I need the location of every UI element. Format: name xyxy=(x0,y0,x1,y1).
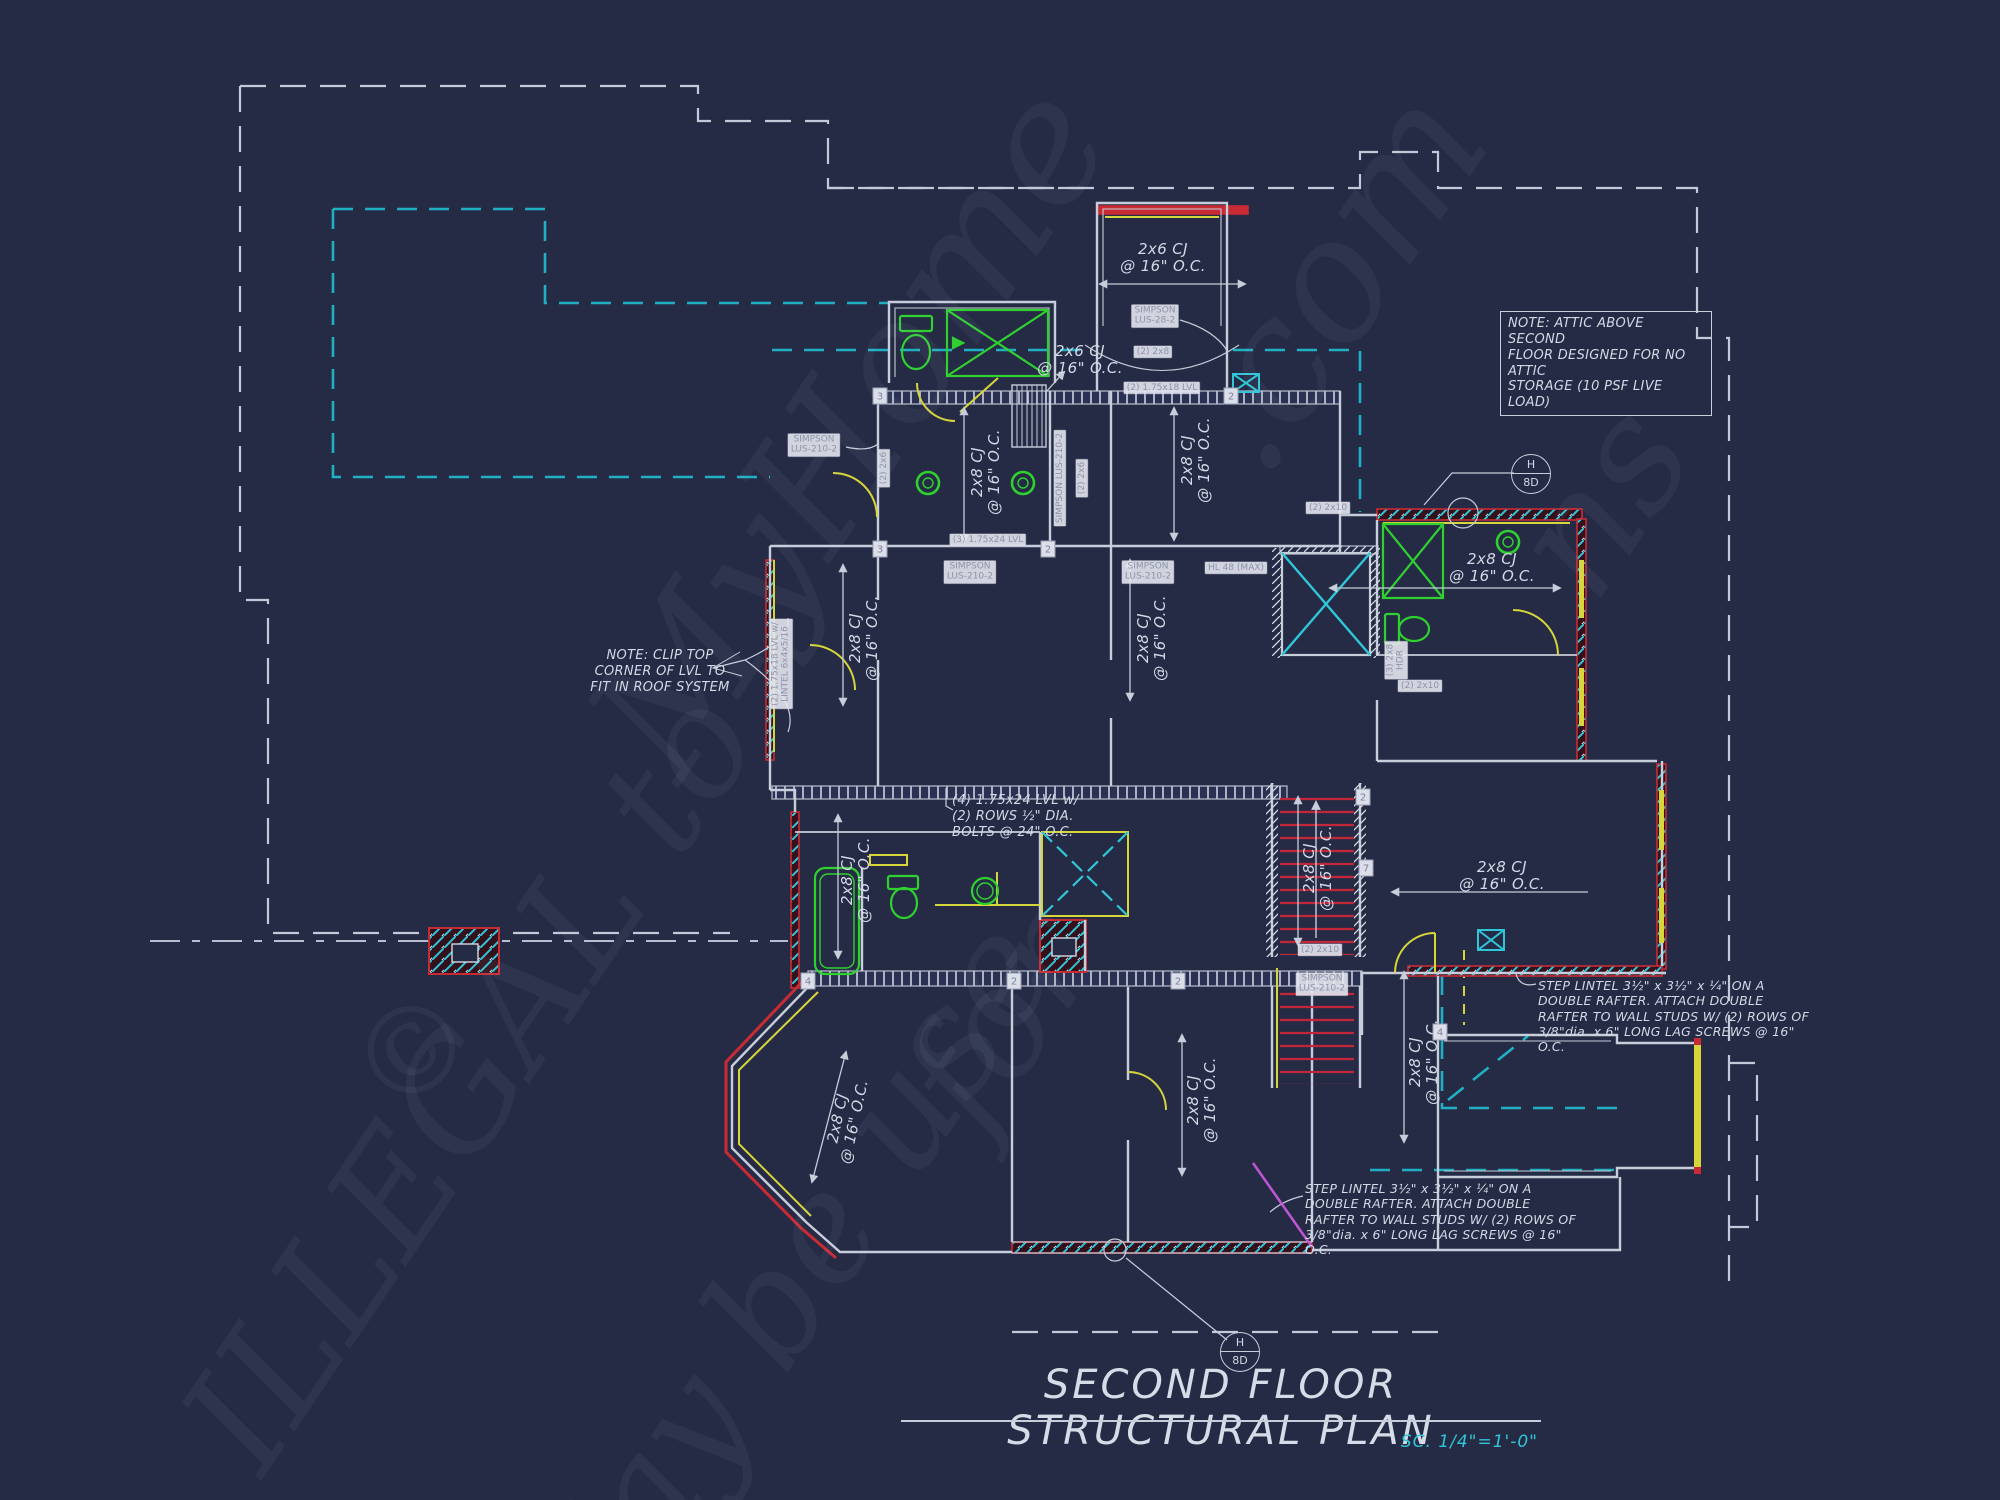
joist-label: 2x6 CJ @ 16" O.C. xyxy=(1120,240,1206,275)
section-marker-letter: H xyxy=(1512,455,1550,474)
joist-label: 2x8 CJ @ 16" O.C. xyxy=(846,595,881,681)
joist-label: 2x6 CJ @ 16" O.C. xyxy=(1037,342,1123,377)
stairs xyxy=(1011,384,1354,1088)
component-tag: SIMPSON LUS-210-2 xyxy=(787,433,841,457)
lintel-flag xyxy=(1251,1162,1314,1248)
overhang-dashed-outline xyxy=(331,207,1617,1172)
component-tag: SIMPSON LUS-210-2 xyxy=(1053,429,1067,527)
recessed-light-icon xyxy=(1010,470,1036,496)
component-tag: (2) 2x8 xyxy=(1133,345,1173,359)
sink-icon xyxy=(970,876,1000,906)
section-marker: H 8D xyxy=(1511,454,1551,494)
wall-number-tag: 4 xyxy=(800,972,816,990)
wall-number-tag: 4 xyxy=(1432,1023,1448,1041)
component-tag: (2) 2x10 xyxy=(1305,501,1351,515)
clip-lvl-note: NOTE: CLIP TOP CORNER OF LVL TO FIT IN R… xyxy=(590,648,730,695)
plan-scale: SC. 1/4"=1'-0" xyxy=(1400,1432,1538,1452)
joist-label: 2x8 CJ @ 16" O.C. xyxy=(968,429,1003,515)
joist-arrows xyxy=(809,279,1588,1184)
joist-label: 2x8 CJ @ 16" O.C. xyxy=(1300,825,1335,911)
shower-icon xyxy=(945,308,1050,378)
component-tag: (3) 2x8 HDR xyxy=(1384,640,1408,680)
recessed-light-icon xyxy=(915,470,941,496)
section-marker-sheet: 8D xyxy=(1523,476,1539,489)
wall-number-tag: 3 xyxy=(872,387,888,405)
component-tag: (2) 2x10 xyxy=(1397,679,1443,693)
wall-number-tag: 2 xyxy=(1355,788,1371,806)
title-underline xyxy=(901,1420,1541,1422)
wall-number-tag: 2 xyxy=(1040,540,1056,558)
joist-label: 2x8 CJ @ 16" O.C. xyxy=(1134,595,1169,681)
joist-label: 2x8 CJ @ 16" O.C. xyxy=(1459,858,1545,893)
wall-number-tag: 7 xyxy=(1358,859,1374,877)
toilet-icon xyxy=(898,314,934,333)
component-tag: (2) 1.75x18 LVL xyxy=(1123,381,1201,395)
section-marker-letter: H xyxy=(1221,1333,1259,1352)
component-tag: (3) 1.75x24 LVL xyxy=(949,533,1027,547)
yellow-accents xyxy=(773,216,1701,1174)
cyan-chase-boxes xyxy=(1041,373,1505,951)
page-title: SECOND FLOOR STRUCTURAL PLAN xyxy=(1007,1362,1435,1454)
component-tag: SIMPSON LUS-28-2 xyxy=(1131,304,1179,328)
wall-number-tag: 2 xyxy=(1223,387,1239,405)
step-lintel-note-bottom: STEP LINTEL 3½" x 3½" x ¼" ON A DOUBLE R… xyxy=(1305,1181,1577,1257)
wall-number-tag: 3 xyxy=(872,540,888,558)
joist-label: 2x8 CJ @ 16" O.C. xyxy=(1184,1057,1219,1143)
wall-number-tag: 2 xyxy=(1170,972,1186,990)
roof-dashed-outline xyxy=(238,84,1759,1334)
section-marker-sheet: 8D xyxy=(1232,1354,1248,1367)
lvl-beam-note: (4) 1.75x24 LVL w/ (2) ROWS ½" DIA. BOLT… xyxy=(952,793,1079,840)
wall-hatch-pads xyxy=(1266,548,1380,957)
component-tag: SIMPSON LUS-210-2 xyxy=(943,560,997,584)
shower-icon xyxy=(1381,522,1445,600)
component-tag: HL 48 (MAX) xyxy=(1204,561,1268,575)
component-tag: (2) 2x6 xyxy=(1075,458,1089,498)
section-marker: H 8D xyxy=(1220,1332,1260,1372)
component-tag: SIMPSON LUS-210-2 xyxy=(1295,972,1349,996)
chimney-blocks xyxy=(428,919,1087,975)
wall-number-tag: 2 xyxy=(1006,972,1022,990)
recessed-light-icon xyxy=(1495,529,1521,555)
step-lintel-note-right: STEP LINTEL 3½" x 3½" x ¼" ON A DOUBLE R… xyxy=(1538,978,1810,1054)
joist-label: 2x8 CJ @ 16" O.C. xyxy=(1449,550,1535,585)
attic-note: NOTE: ATTIC ABOVE SECOND FLOOR DESIGNED … xyxy=(1500,311,1712,417)
joist-label: 2x8 CJ @ 16" O.C. xyxy=(838,837,873,923)
component-tag: (2) 2x10 xyxy=(1297,943,1343,957)
bay-window-walls xyxy=(724,980,837,1260)
component-tag: SIMPSON LUS-210-2 xyxy=(1121,560,1175,584)
